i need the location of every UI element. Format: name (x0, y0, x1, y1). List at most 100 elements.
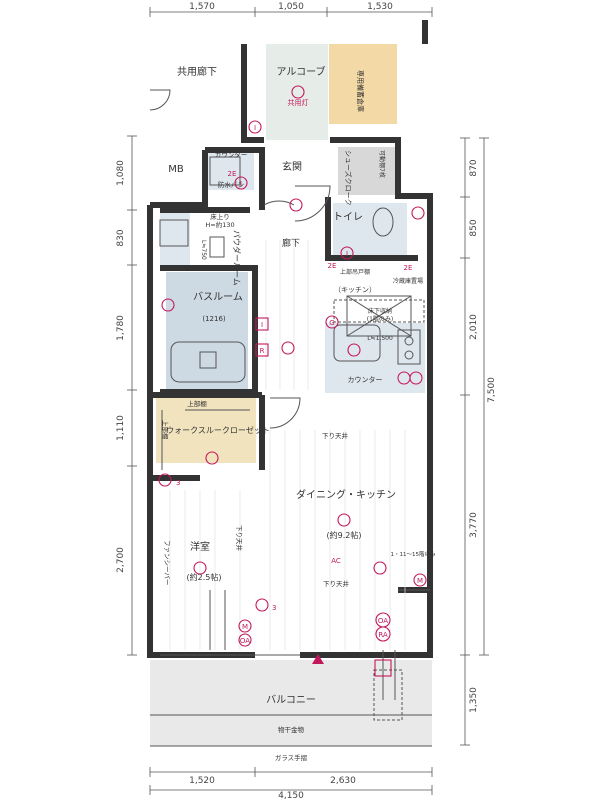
floor-boards (169, 240, 406, 650)
toilet-label: トイレ (333, 212, 363, 223)
powder-room-label: パウダールーム (232, 230, 242, 286)
toilet-fill (333, 203, 407, 255)
marker-ra-text: RA (378, 631, 388, 639)
marker-ra (375, 626, 391, 642)
markers: I I 2E L≒750 I 2E 2E G I R 3 M 3 M OA OA (158, 85, 427, 677)
dim-top-2: 1,050 (278, 2, 304, 12)
lower-ceiling-label: 下り天井 (322, 431, 349, 440)
marker-i-9 (255, 598, 269, 612)
marker-i-2 (234, 176, 248, 190)
dim-left-5: 2,700 (116, 547, 126, 573)
dim-left-4: 1,110 (116, 415, 126, 441)
underfloor-note-label: (1階のみ) (367, 315, 394, 323)
marker-i-box (255, 317, 269, 331)
walk-through-label: ウォークスルークローゼット (166, 425, 270, 435)
marker-i-1 (248, 120, 262, 134)
marker-i-8 (373, 561, 387, 575)
toilet-marker (411, 206, 425, 220)
light-marker (291, 85, 305, 99)
closet-fill (156, 397, 256, 463)
kitchen-label: （キッチン） (334, 286, 376, 294)
marker-m-1 (413, 573, 427, 587)
marker-i-2-text: I (240, 180, 242, 188)
powder-fill (160, 213, 190, 265)
marker-2e-2: 2E (328, 262, 337, 270)
marker-l750: L≒750 (200, 240, 207, 260)
dim-right-3: 2,010 (469, 314, 479, 340)
fixtures (149, 89, 432, 747)
dim-right-total: 7,500 (487, 377, 497, 403)
fancy-bar-label: ファンシーバー (163, 540, 171, 585)
ceiling-light-1 (281, 341, 295, 355)
ceiling-light-3 (337, 513, 351, 527)
common-light-label: 共用灯 (288, 98, 309, 107)
underfloor-l-label: L≒1,500 (367, 335, 393, 342)
storage-label: 専用備蓄倉庫 (356, 70, 365, 112)
dim-right-5: 1,350 (469, 687, 479, 713)
dim-top-1: 1,570 (189, 2, 215, 12)
dim-top-3: 1,530 (367, 2, 393, 12)
counter-top-label: カウンター (215, 150, 248, 159)
marker-m-2-text: M (242, 623, 248, 631)
dining-size-label: (約9.2帖) (327, 530, 362, 540)
floors-note-label: 1・11〜15階のみ (391, 550, 436, 558)
dimension-labels: 1,570 1,050 1,530 1,520 2,630 4,150 1,08… (116, 2, 497, 800)
western-label: 洋室 (190, 540, 210, 553)
room-labels: 共用廊下 アルコーブ 共用灯 専用備蓄倉庫 MB 玄関 シューズクローク 可動棚… (161, 65, 436, 762)
balcony-fill (150, 660, 432, 746)
marker-i-1-text: I (254, 124, 256, 132)
marker-3-2: 3 (272, 604, 276, 612)
dim-left-3: 1,780 (116, 315, 126, 341)
glass-rail-label: ガラス手摺 (275, 753, 308, 762)
hanger-label: 物干金物 (278, 725, 305, 734)
marker-oa-1 (238, 633, 252, 647)
marker-r-box (255, 343, 269, 357)
mb-label: MB (168, 164, 184, 175)
bath-fill (166, 272, 248, 390)
entrance-label: 玄関 (282, 160, 302, 173)
floor-raised-h-label: H=約130 (205, 220, 234, 229)
upper-shelf-v-label: 上部棚 (161, 420, 170, 440)
dim-bottom-2: 2,630 (330, 776, 356, 786)
dim-bottom-total: 4,150 (278, 791, 304, 800)
marker-g (325, 315, 339, 329)
upper-cabinet-label: 上部吊戸棚 (340, 268, 370, 276)
marker-r-box-text: R (260, 347, 265, 355)
underfloor-storage-label: 床下収納 (368, 307, 392, 315)
movable-shelf-label: 可動棚7枚 (378, 150, 386, 178)
marker-i-6 (409, 371, 423, 385)
dim-left-1: 1,080 (116, 160, 126, 186)
marker-3-1: 3 (176, 479, 180, 487)
waterproof-pan-label: 防水パン (218, 180, 244, 189)
marker-oa-2-text: OA (378, 617, 388, 625)
floor-raised-label: 床上り (210, 212, 230, 221)
marker-g-text: G (329, 319, 334, 327)
dim-right-4: 3,770 (469, 512, 479, 538)
marker-a (289, 198, 303, 212)
dim-bottom-1: 1,520 (189, 776, 215, 786)
marker-m-2 (238, 619, 252, 633)
ceiling-light-4 (193, 561, 207, 575)
corridor-label: 廊下 (282, 237, 300, 249)
fridge-space-label: 冷蔵庫置場 (393, 277, 423, 285)
bath-label: バスルーム (193, 291, 243, 303)
marker-m-1-text: M (417, 577, 423, 585)
marker-i-3 (340, 246, 354, 260)
marker-i-7 (158, 473, 172, 487)
bath-size-label: (1216) (202, 315, 226, 323)
common-corridor-label: 共用廊下 (177, 65, 217, 78)
upper-shelf-label: 上部棚 (187, 399, 207, 408)
dining-label: ダイニング・キッチン (296, 488, 396, 501)
balcony-label: バルコニー (266, 694, 316, 706)
balcony-fixture-box (374, 659, 392, 677)
shoes-closet-label: シューズクローク (344, 150, 353, 206)
marker-oa-1-text: OA (240, 637, 250, 645)
lower-ceiling-2-label: 下り天井 (323, 579, 350, 588)
washer-fill (208, 148, 254, 190)
marker-i-box-text: I (261, 321, 263, 329)
dim-right-1: 870 (469, 159, 479, 176)
counter-label: カウンター (348, 375, 383, 384)
dimension-lines (127, 7, 489, 795)
lower-ceiling-v-label: 下り天井 (235, 525, 244, 552)
storage-fill (329, 44, 397, 124)
